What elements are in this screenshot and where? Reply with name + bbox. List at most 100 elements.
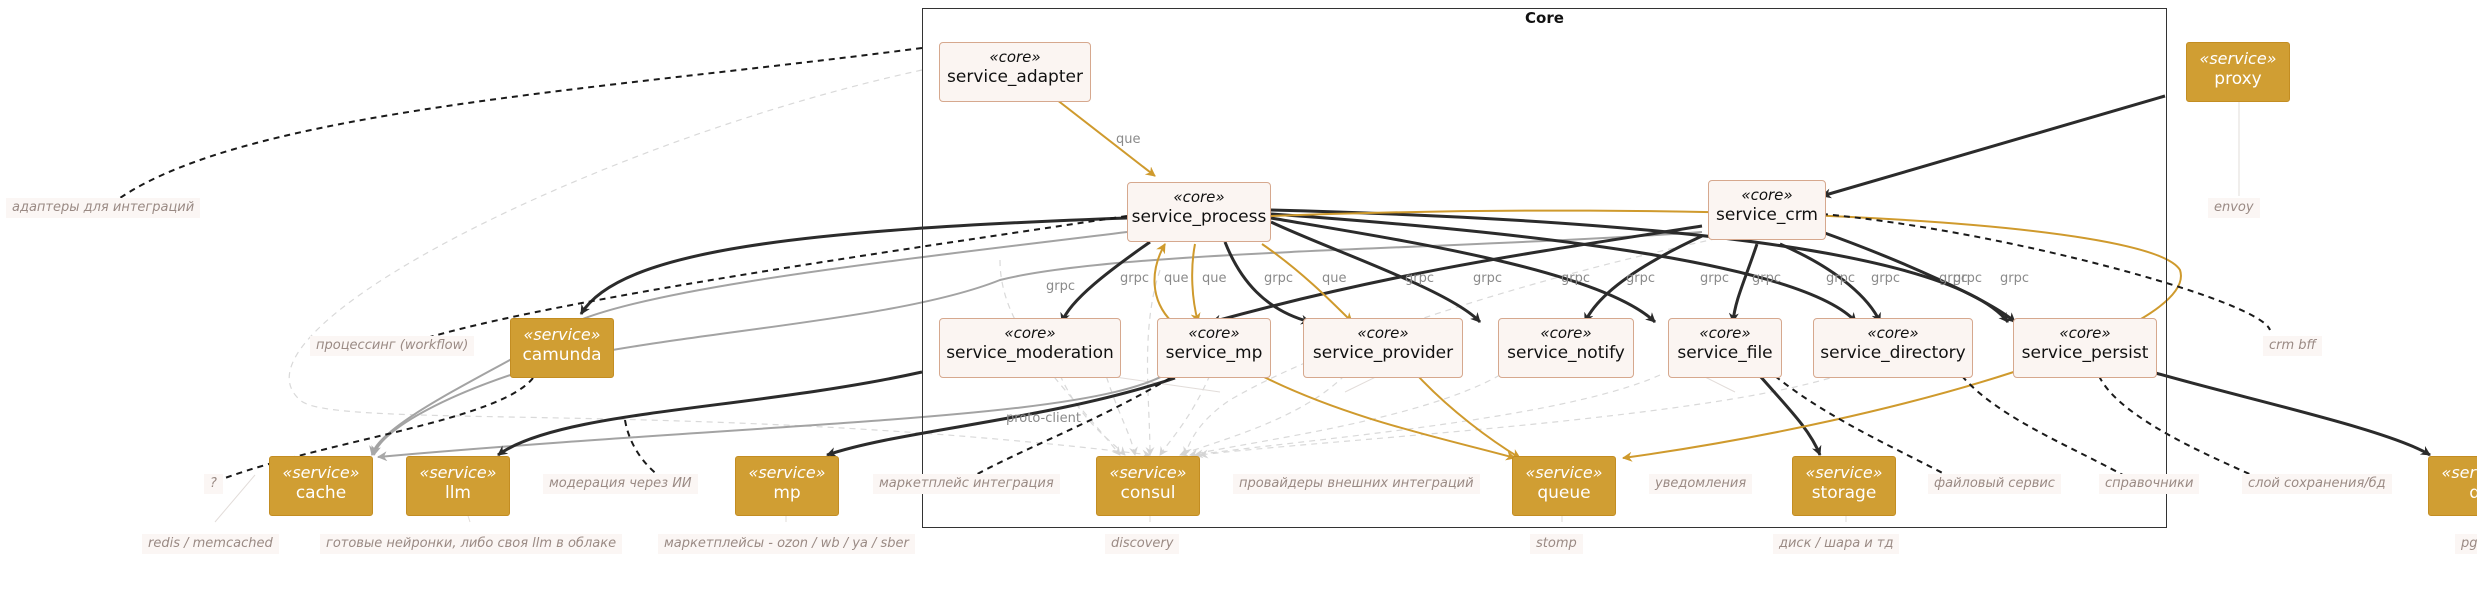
edge-label-grpc: grpc — [1626, 271, 1655, 286]
note-stomp: stomp — [1530, 534, 1583, 554]
stereotype-label: «service» — [2441, 463, 2477, 482]
note-adapters: адаптеры для интеграций — [6, 198, 201, 218]
stereotype-label: «core» — [1173, 188, 1225, 206]
edge-label-grpc: grpc — [1473, 271, 1502, 286]
note-disk: диск / шара и тд — [1773, 534, 1900, 554]
node-service-moderation[interactable]: «core» service_moderation — [939, 318, 1121, 378]
note-redis: redis / memcached — [142, 534, 279, 554]
edge-label-grpc: grpc — [1752, 271, 1781, 286]
node-storage[interactable]: «service» storage — [1792, 456, 1896, 516]
node-label: service_adapter — [947, 67, 1083, 87]
edge-label-que: que — [1164, 271, 1189, 286]
note-ai-moderation: модерация через ИИ — [543, 474, 698, 494]
node-label: storage — [1811, 483, 1877, 503]
stereotype-label: «core» — [1699, 324, 1751, 342]
node-label: service_file — [1677, 343, 1773, 363]
gold-edges — [1051, 95, 2182, 462]
node-label: queue — [1537, 483, 1591, 503]
node-label: consul — [1120, 483, 1176, 503]
node-service-persist[interactable]: «core» service_persist — [2013, 318, 2157, 378]
note-persist-layer: слой сохранения/бд — [2242, 474, 2392, 494]
note-pg: pg — [2455, 534, 2477, 554]
node-llm[interactable]: «service» llm — [406, 456, 510, 516]
edge-label-grpc: grpc — [1405, 271, 1434, 286]
note-notifications: уведомления — [1649, 474, 1753, 494]
core-boundary: Core — [922, 8, 2167, 528]
node-proxy[interactable]: «service» proxy — [2186, 42, 2290, 102]
edge-label-grpc: grpc — [1046, 279, 1075, 294]
node-label: service_directory — [1820, 343, 1966, 363]
edge-label-grpc: grpc — [1953, 271, 1982, 286]
note-crm-bff: crm bff — [2263, 336, 2322, 356]
node-service-directory[interactable]: «core» service_directory — [1813, 318, 1973, 378]
node-mp[interactable]: «service» mp — [735, 456, 839, 516]
node-label: llm — [444, 483, 471, 503]
stereotype-label: «core» — [1867, 324, 1919, 342]
node-label: proxy — [2214, 69, 2262, 89]
stereotype-label: «core» — [1741, 186, 1793, 204]
node-label: service_mp — [1165, 343, 1263, 363]
note-external-providers: провайдеры внешних интеграций — [1233, 474, 1480, 494]
node-service-adapter[interactable]: «core» service_adapter — [939, 42, 1091, 102]
note-workflow: процессинг (workflow) — [310, 336, 475, 356]
stereotype-label: «service» — [419, 463, 497, 482]
node-service-file[interactable]: «core» service_file — [1668, 318, 1782, 378]
stereotype-label: «service» — [1109, 463, 1187, 482]
node-queue[interactable]: «service» queue — [1512, 456, 1616, 516]
edge-label-grpc: grpc — [2000, 271, 2029, 286]
node-service-notify[interactable]: «core» service_notify — [1498, 318, 1634, 378]
node-label: cache — [295, 483, 347, 503]
note-marketplaces: маркетплейсы - ozon / wb / ya / sber — [658, 534, 915, 554]
stereotype-label: «core» — [2059, 324, 2111, 342]
core-boundary-title: Core — [1525, 9, 1564, 27]
edge-label-grpc: grpc — [1939, 271, 1968, 286]
stereotype-label: «core» — [989, 48, 1041, 66]
stereotype-label: «service» — [2199, 49, 2277, 68]
gray-edges — [369, 231, 1703, 462]
edge-label-que: que — [1322, 271, 1347, 286]
node-label: service_persist — [2021, 343, 2149, 363]
node-service-mp[interactable]: «core» service_mp — [1157, 318, 1271, 378]
note-directories: справочники — [2099, 474, 2200, 494]
node-service-process[interactable]: «core» service_process — [1127, 182, 1271, 242]
stereotype-label: «core» — [1540, 324, 1592, 342]
node-label: service_crm — [1716, 205, 1818, 225]
node-label: service_moderation — [946, 343, 1114, 363]
node-service-crm[interactable]: «core» service_crm — [1708, 180, 1826, 240]
stereotype-label: «core» — [1357, 324, 1409, 342]
edge-label-grpc: grpc — [1264, 271, 1293, 286]
edge-label-proto-client: proto-client — [1006, 411, 1081, 426]
stereotype-label: «service» — [1805, 463, 1883, 482]
stereotype-label: «core» — [1188, 324, 1240, 342]
stereotype-label: «service» — [1525, 463, 1603, 482]
note-envoy: envoy — [2208, 198, 2260, 218]
dark-edges — [497, 94, 2431, 457]
node-label: db — [2469, 483, 2477, 503]
edge-label-que: que — [1116, 132, 1141, 147]
edge-label-que: que — [1202, 271, 1227, 286]
node-label: mp — [773, 483, 801, 503]
node-label: service_notify — [1507, 343, 1625, 363]
note-marketplace-integration: маркетплейс интеграция — [873, 474, 1060, 494]
node-label: service_provider — [1312, 343, 1454, 363]
note-discovery: discovery — [1105, 534, 1180, 554]
note-neural: готовые нейронки, либо своя llm в облаке — [320, 534, 623, 554]
edge-label-grpc: grpc — [1700, 271, 1729, 286]
node-consul[interactable]: «service» consul — [1096, 456, 1200, 516]
note-file-service: файловый сервис — [1928, 474, 2061, 494]
edge-label-grpc: grpc — [1826, 271, 1855, 286]
stereotype-label: «service» — [748, 463, 826, 482]
stereotype-label: «core» — [1004, 324, 1056, 342]
edge-label-grpc: grpc — [1120, 271, 1149, 286]
node-camunda[interactable]: «service» camunda — [510, 318, 614, 378]
edge-label-grpc: grpc — [1871, 271, 1900, 286]
node-label: service_process — [1131, 207, 1267, 227]
node-label: camunda — [522, 345, 602, 365]
note-question: ? — [204, 474, 223, 494]
node-cache[interactable]: «service» cache — [269, 456, 373, 516]
node-service-provider[interactable]: «core» service_provider — [1303, 318, 1463, 378]
node-db[interactable]: «service» db — [2428, 456, 2477, 516]
stereotype-label: «service» — [523, 325, 601, 344]
